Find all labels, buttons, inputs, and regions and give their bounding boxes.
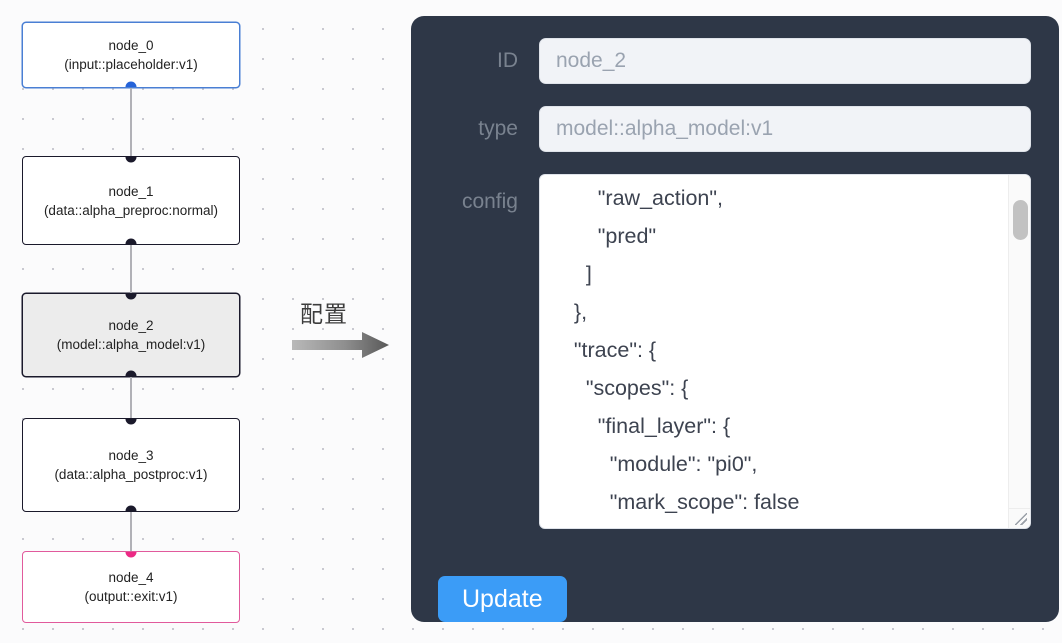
transition-annotation: 配置: [292, 295, 396, 367]
edge-node0-node1: [130, 88, 132, 156]
arrow-right-icon: [292, 332, 389, 358]
config-scrollbar-thumb[interactable]: [1013, 200, 1028, 240]
config-textarea[interactable]: "raw_action", "pred" ] }, "trace": { "sc…: [573, 186, 800, 514]
config-scrollbar[interactable]: [1008, 175, 1030, 508]
handle-target-node_4[interactable]: [125, 552, 137, 558]
handle-target-node_2[interactable]: [125, 294, 137, 300]
node-id-label: node_1: [108, 183, 154, 199]
node-type-label: (data::alpha_preproc:normal): [43, 202, 219, 218]
id-input[interactable]: node_2: [539, 38, 1031, 84]
node-id-label: node_0: [108, 38, 154, 53]
field-row-config: config "raw_action", "pred" ] }, "trace"…: [421, 174, 1031, 529]
node-type-label: (input::placeholder:v1): [64, 57, 198, 72]
edge-node3-node4: [130, 512, 132, 551]
config-label: config: [461, 190, 518, 213]
handle-source-node_2[interactable]: [125, 370, 137, 376]
handle-target-node_3[interactable]: [125, 419, 137, 425]
transition-label: 配置: [300, 302, 348, 328]
flow-node-node_1[interactable]: node_1 (data::alpha_preproc:normal): [22, 156, 240, 245]
flow-node-node_4[interactable]: node_4 (output::exit:v1): [22, 551, 240, 623]
flow-canvas[interactable]: node_0 (input::placeholder:v1) node_1 (d…: [0, 0, 400, 643]
resize-handle-icon[interactable]: [1008, 508, 1030, 528]
node-type-label: (output::exit:v1): [84, 589, 178, 604]
node-id-label: node_4: [108, 570, 154, 585]
node-type-label: (model::alpha_model:v1): [56, 337, 206, 352]
edge-node1-node2: [130, 245, 132, 293]
handle-source-node_3[interactable]: [125, 505, 137, 511]
handle-source-node_0[interactable]: [125, 81, 137, 87]
id-label: ID: [497, 49, 518, 72]
node-type-label: (data::alpha_postproc:v1): [54, 467, 208, 482]
flow-node-node_3[interactable]: node_3 (data::alpha_postproc:v1): [22, 418, 240, 512]
flow-node-node_0[interactable]: node_0 (input::placeholder:v1): [22, 22, 240, 88]
handle-target-node_1[interactable]: [125, 157, 137, 163]
config-panel: ID node_2 type model::alpha_model:v1 con…: [411, 16, 1059, 622]
field-row-type: type model::alpha_model:v1: [421, 106, 1031, 152]
update-button[interactable]: Update: [438, 576, 567, 622]
field-row-id: ID node_2: [421, 38, 1031, 84]
flow-node-node_2[interactable]: node_2 (model::alpha_model:v1): [22, 293, 240, 377]
config-textarea-wrap[interactable]: "raw_action", "pred" ] }, "trace": { "sc…: [539, 174, 1031, 529]
handle-source-node_1[interactable]: [125, 238, 137, 244]
type-input[interactable]: model::alpha_model:v1: [539, 106, 1031, 152]
edge-node2-node3: [130, 377, 132, 418]
type-label: type: [478, 117, 518, 140]
node-id-label: node_2: [108, 318, 154, 333]
node-id-label: node_3: [108, 448, 154, 463]
